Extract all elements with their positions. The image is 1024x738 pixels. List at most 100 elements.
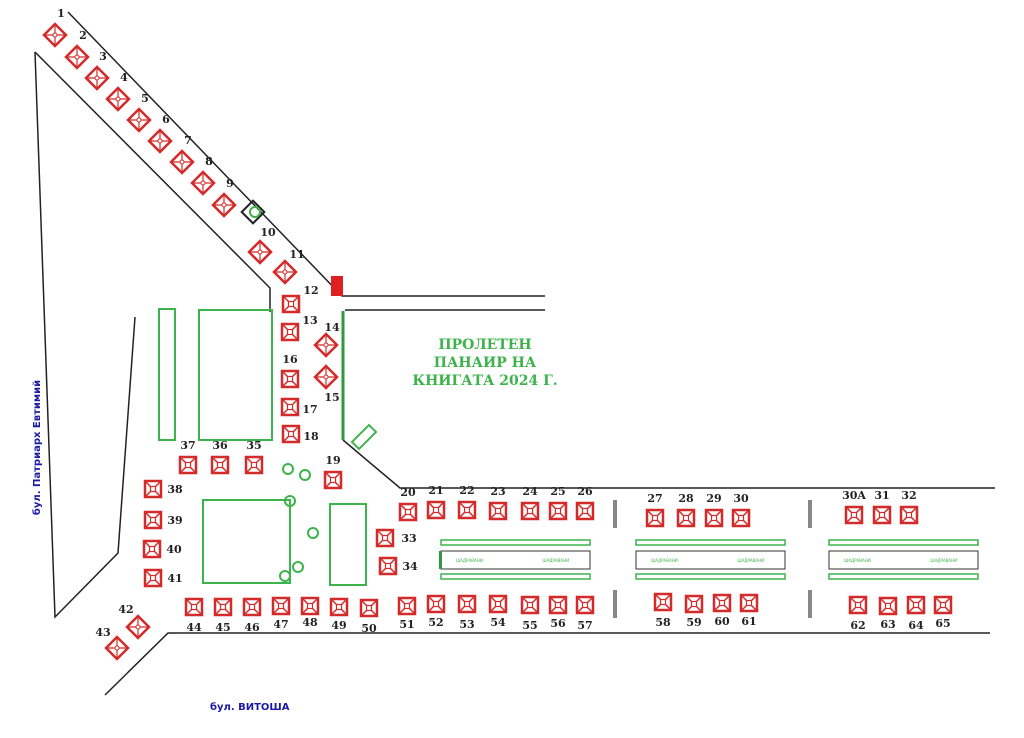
stall-39[interactable]: 39 <box>143 510 183 530</box>
stall-41[interactable]: 41 <box>143 568 183 588</box>
stall-30a[interactable]: 30A <box>842 489 866 525</box>
stall-24[interactable]: 24 <box>520 485 540 521</box>
stall-21[interactable]: 21 <box>426 484 446 520</box>
stall-57[interactable]: 57 <box>575 595 595 632</box>
stall-51[interactable]: 51 <box>397 596 417 631</box>
stall-number: 27 <box>647 492 662 505</box>
stall-number: 10 <box>260 226 276 239</box>
stall-3[interactable]: 3 <box>84 50 110 91</box>
stall-48[interactable]: 48 <box>300 596 320 629</box>
stall-center <box>554 601 562 609</box>
stall-54[interactable]: 54 <box>488 594 508 629</box>
stall-33[interactable]: 33 <box>375 528 417 548</box>
stall-number: 44 <box>186 621 202 634</box>
stall-number: 38 <box>167 483 183 496</box>
stall-45[interactable]: 45 <box>213 597 233 634</box>
stall-46[interactable]: 46 <box>242 597 262 634</box>
stall-40[interactable]: 40 <box>142 539 182 559</box>
stall-50[interactable]: 50 <box>359 598 379 635</box>
stall-number: 6 <box>162 113 170 126</box>
stall-16[interactable]: 16 <box>280 353 300 389</box>
stall-number: 21 <box>428 484 443 497</box>
stall-center <box>135 624 141 630</box>
green-edge <box>439 551 442 569</box>
stall-13[interactable]: 13 <box>280 314 318 342</box>
stall-center <box>659 598 667 606</box>
stall-60[interactable]: 60 <box>712 593 732 628</box>
stall-36[interactable]: 36 <box>210 439 230 475</box>
stall-number: 16 <box>282 353 298 366</box>
stall-10[interactable]: 10 <box>247 226 276 265</box>
stall-number: 48 <box>302 616 318 629</box>
stall-number: 33 <box>401 532 416 545</box>
stall-59[interactable]: 59 <box>684 594 704 629</box>
fountain-label: ШАДРАВАНИ <box>651 558 678 563</box>
stall-43[interactable]: 43 <box>95 626 130 661</box>
stall-number: 5 <box>141 92 149 105</box>
stall-63[interactable]: 63 <box>878 596 898 631</box>
stall-center <box>463 506 471 514</box>
stall-32[interactable]: 32 <box>899 489 919 525</box>
stall-22[interactable]: 22 <box>457 484 477 520</box>
stall-9[interactable]: 9 <box>211 177 237 218</box>
stall-53[interactable]: 53 <box>457 594 477 631</box>
stall-55[interactable]: 55 <box>520 595 540 632</box>
stall-38[interactable]: 38 <box>143 479 183 499</box>
stall-20[interactable]: 20 <box>398 486 418 522</box>
stall-28[interactable]: 28 <box>676 492 696 528</box>
stall-49[interactable]: 49 <box>329 597 349 632</box>
green-strip <box>635 573 786 580</box>
stall-5[interactable]: 5 <box>126 92 152 133</box>
stall-number: 41 <box>167 572 182 585</box>
stall-1[interactable]: 1 <box>42 7 68 48</box>
stall-47[interactable]: 47 <box>271 596 291 631</box>
stall-2[interactable]: 2 <box>64 29 90 70</box>
stall-26[interactable]: 26 <box>575 485 595 521</box>
event-title: ПРОЛЕТЕН ПАНАИР НА КНИГАТА 2024 Г. <box>400 336 570 390</box>
stall-6[interactable]: 6 <box>147 113 173 154</box>
stall-44[interactable]: 44 <box>184 597 204 634</box>
stall-center <box>184 461 192 469</box>
stall-25[interactable]: 25 <box>548 485 568 521</box>
stall-52[interactable]: 52 <box>426 594 446 629</box>
stall-65[interactable]: 65 <box>933 595 953 630</box>
stall-11[interactable]: 11 <box>272 248 305 285</box>
garden-strip <box>158 308 176 441</box>
stall-31[interactable]: 31 <box>872 489 892 525</box>
stall-number: 14 <box>324 321 340 334</box>
stall-27[interactable]: 27 <box>645 492 665 528</box>
stall-29[interactable]: 29 <box>704 492 724 528</box>
stall-37[interactable]: 37 <box>178 439 198 475</box>
stall-62[interactable]: 62 <box>848 595 868 632</box>
stall-56[interactable]: 56 <box>548 595 568 630</box>
stall-64[interactable]: 64 <box>906 595 926 632</box>
stall-35[interactable]: 35 <box>244 439 264 475</box>
stall-number: 30 <box>733 492 749 505</box>
stall-23[interactable]: 23 <box>488 485 508 521</box>
stall-61[interactable]: 61 <box>739 593 759 628</box>
stall-17[interactable]: 17 <box>280 397 318 417</box>
stall-7[interactable]: 7 <box>169 134 195 175</box>
stall-34[interactable]: 34 <box>378 556 418 576</box>
stall-58[interactable]: 58 <box>653 592 673 629</box>
stall-12[interactable]: 12 <box>281 284 319 314</box>
stall-18[interactable]: 18 <box>281 424 319 444</box>
bollard-separator <box>808 590 812 618</box>
green-areas <box>158 308 378 586</box>
stall-number: 49 <box>331 619 346 632</box>
fountain-label: ШАДРАВАНИ <box>456 558 483 563</box>
stall-center <box>912 601 920 609</box>
stall-30[interactable]: 30 <box>731 492 751 528</box>
stall-8[interactable]: 8 <box>190 155 216 196</box>
stall-14[interactable]: 14 <box>313 321 340 358</box>
stall-4[interactable]: 4 <box>105 71 131 112</box>
stall-42[interactable]: 42 <box>118 603 151 640</box>
stall-19[interactable]: 19 <box>323 454 343 490</box>
stall-center <box>257 249 263 255</box>
stall-center <box>651 514 659 522</box>
stall-number: 52 <box>428 616 443 629</box>
stall-15[interactable]: 15 <box>313 364 340 404</box>
